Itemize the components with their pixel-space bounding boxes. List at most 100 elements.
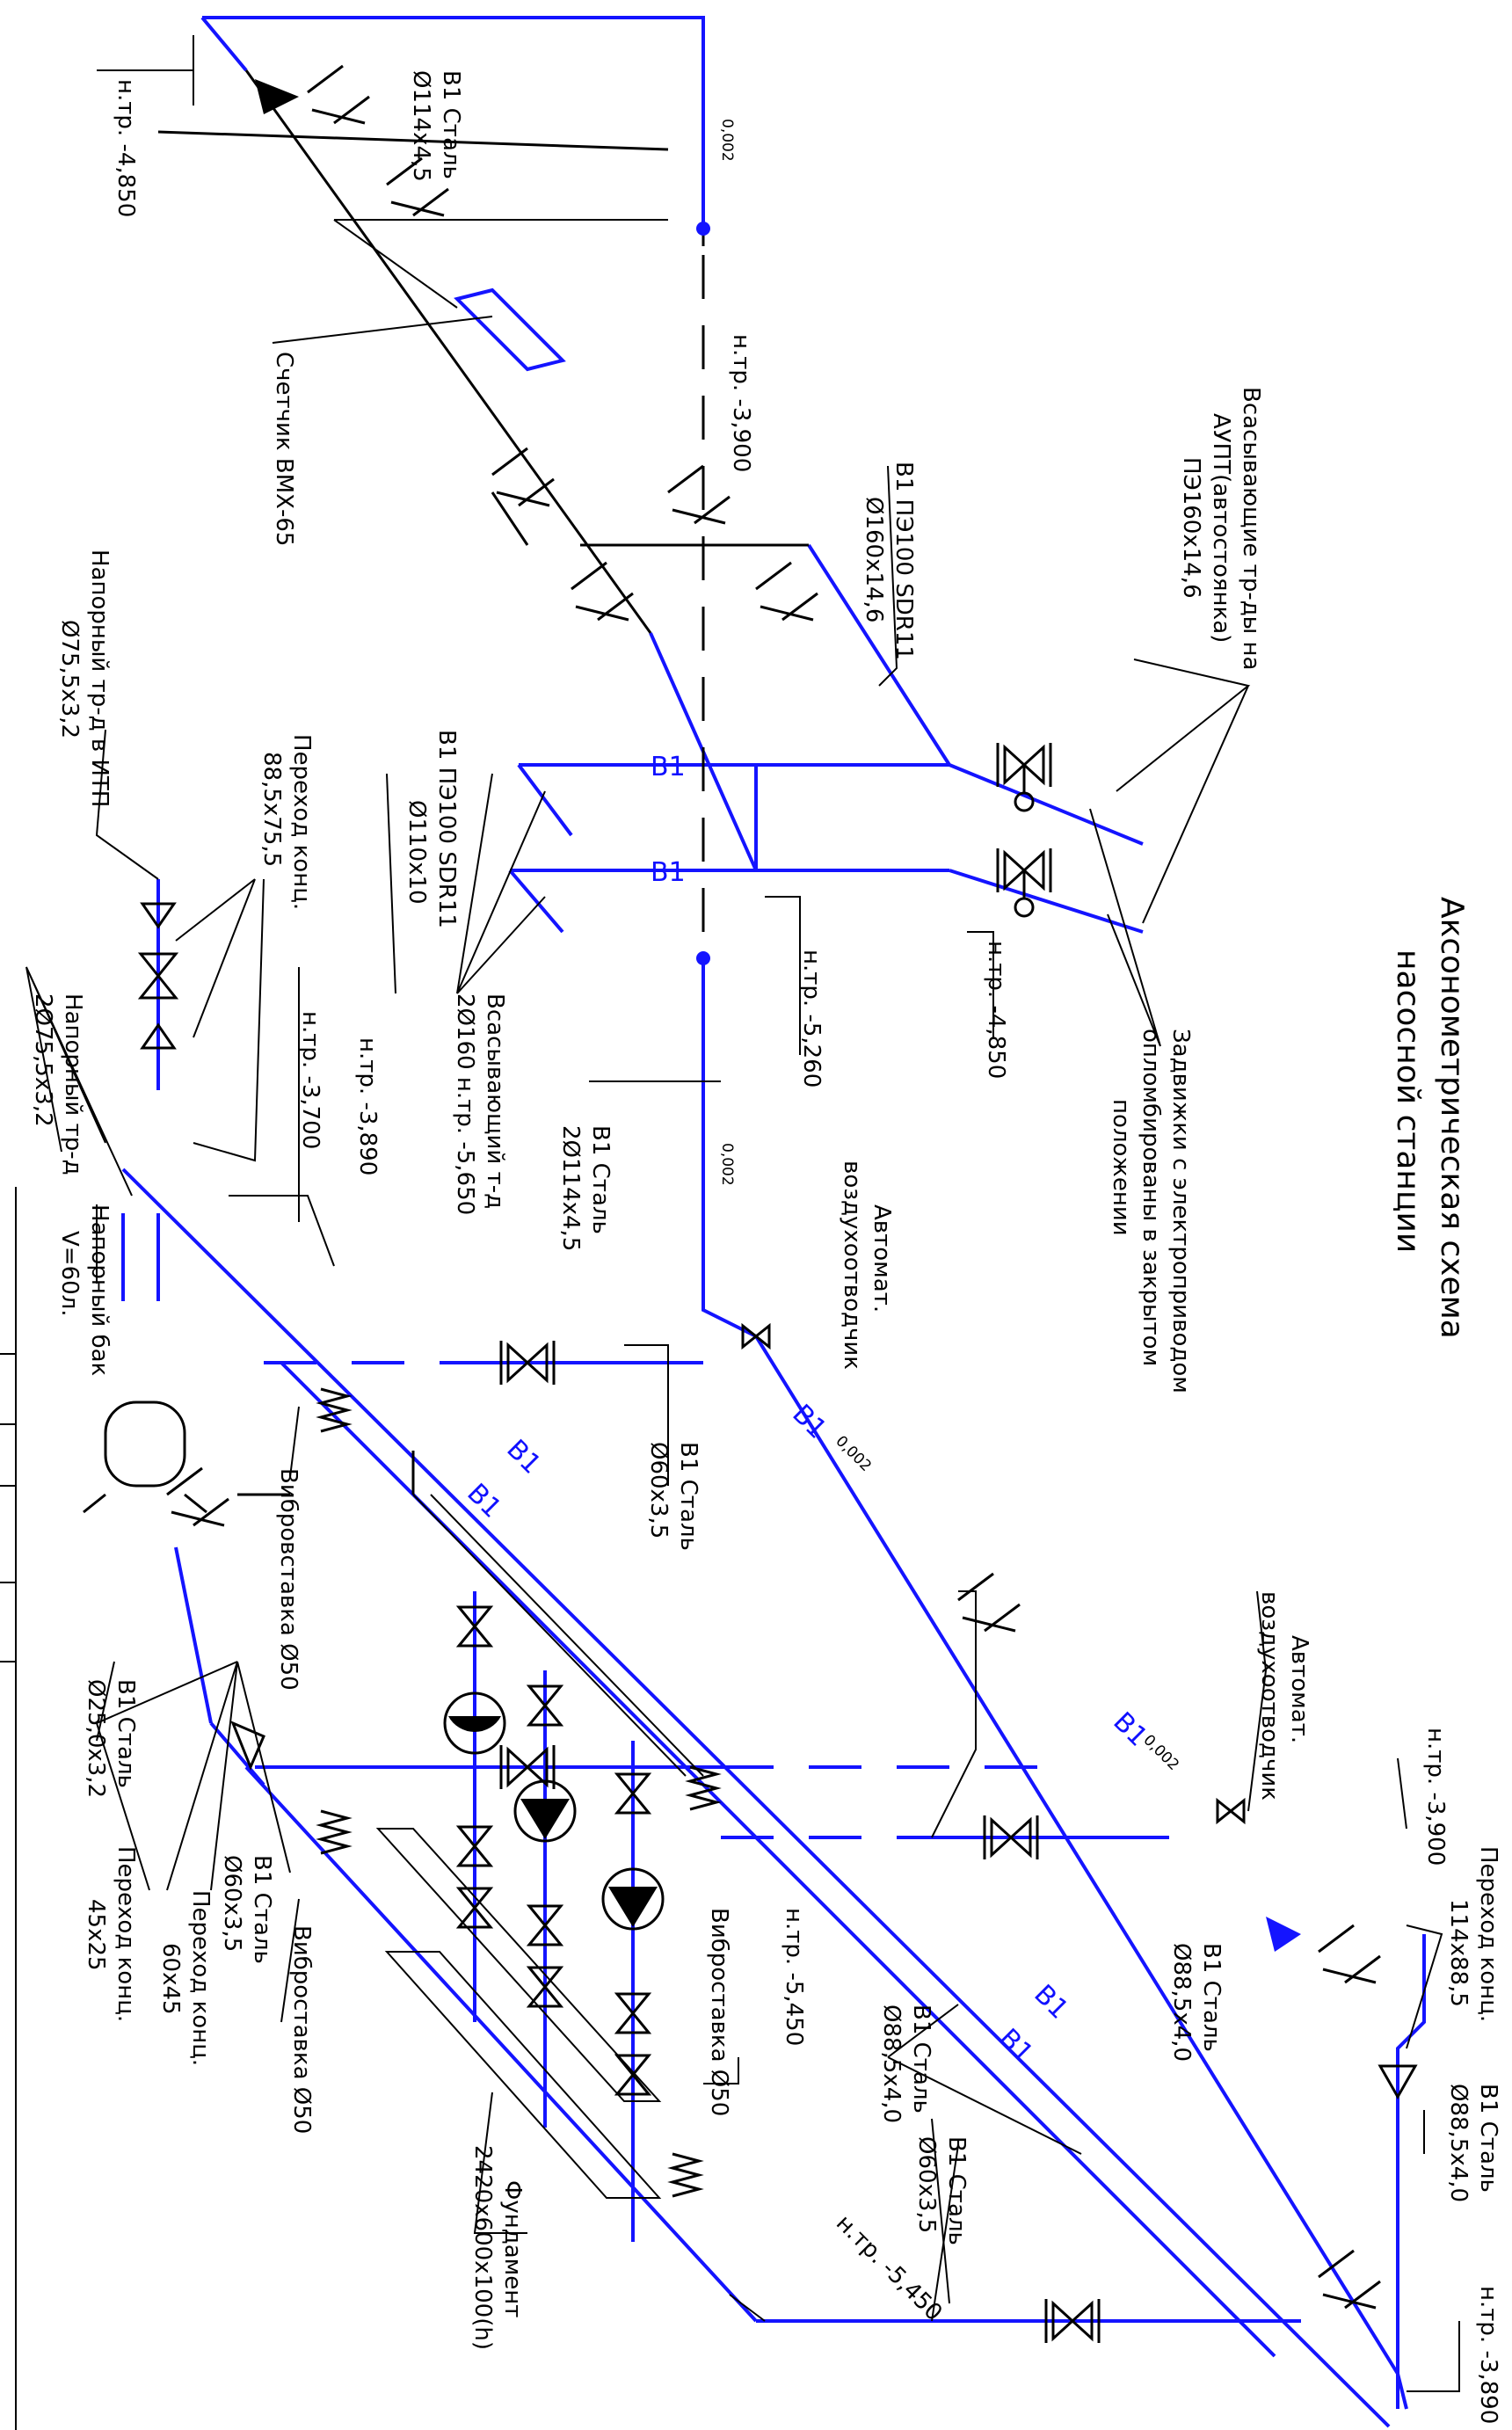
pipe-spec-label: В1 ПЭ100 SDR11: [433, 730, 460, 928]
note-label: Всасывающие тр-ды на: [1238, 387, 1264, 670]
note-label: 2Ø75,5x3,2: [30, 993, 56, 1127]
check-valve-icon: [1266, 1917, 1301, 1952]
pipe-spec-label: 2Ø114x4,5: [557, 1125, 584, 1251]
pump-icon: [601, 1867, 665, 1931]
pipe-spec-label: Ø60x3,5: [913, 2136, 940, 2233]
meter-label: Счетчик ВМХ-65: [271, 352, 297, 546]
note-label: АУПТ(автостоянка): [1208, 413, 1234, 643]
note-label: Напорный тр-д в ИТП: [86, 549, 113, 807]
note-label: Автомат.: [1286, 1635, 1312, 1743]
note-label: опломбированы в закрытом: [1138, 1029, 1164, 1366]
valve-icon: [996, 743, 1052, 812]
valve-symbols: [83, 64, 1418, 2343]
elev-label: н.тр. -3,900: [1422, 1728, 1449, 1866]
pump-icon: [513, 1779, 577, 1843]
diagram-title-line1: Аксонометрическая схема: [1434, 897, 1470, 1339]
elev-label: н.тр. -4,850: [113, 79, 139, 217]
vibration-insert-icon: [316, 1809, 353, 1855]
elev-label: н.тр. -4,850: [983, 941, 1009, 1079]
note-label: Напорный тр-д: [60, 993, 86, 1175]
note-label: воздухоотводчик: [1256, 1591, 1283, 1801]
slope-label: 0,002: [718, 1143, 736, 1186]
vibration-insert-icon: [316, 1387, 353, 1433]
elev-label: н.тр. -3,890: [1475, 2286, 1501, 2424]
note-label: 2Ø160 н.тр. -5,650: [452, 993, 478, 1215]
pipe-spec-label: Ø88,5x4,0: [878, 2004, 905, 2123]
elev-label: н.тр. -3,700: [297, 1011, 323, 1149]
note-label: 60x45: [157, 1943, 184, 2015]
node-dot: [696, 222, 710, 236]
valve-icon: [137, 952, 179, 1000]
note-label: 114x88,5: [1445, 1899, 1472, 2007]
note-label: Фундамент: [499, 2180, 526, 2317]
valve-icon: [614, 1992, 652, 2034]
valve-icon: [455, 1887, 494, 1929]
pipe-spec-label: Ø60x3,5: [645, 1442, 672, 1539]
elev-label: н.тр. -3,900: [728, 334, 754, 472]
flange-pairs: [166, 64, 1381, 2310]
vibration-insert-icon: [667, 2152, 704, 2198]
note-label: Ø75,5x3,2: [56, 620, 83, 738]
b1-tag: В1: [992, 2023, 1039, 2070]
note-label: положении: [1108, 1099, 1134, 1236]
pipe-spec-label: В1 Сталь: [1198, 1943, 1225, 2052]
air-vent-icon: [1216, 1797, 1246, 1825]
pipe-spec-label: Ø114x4,5: [408, 70, 434, 182]
note-label: Всасывающий т-д: [482, 993, 508, 1209]
pipe-spec-label: В1 Сталь: [1475, 2084, 1501, 2193]
blue-pipelines: [121, 16, 1426, 2428]
valve-icon: [983, 1815, 1039, 1859]
note-label: Переход конц.: [1475, 1846, 1501, 2022]
slope-label: 0,002: [718, 119, 736, 162]
pipe-spec-label: В1 Сталь: [438, 70, 464, 179]
water-meter-icon: [454, 287, 566, 372]
valve-icon: [1044, 2299, 1101, 2343]
pipe-spec-label: Ø25,0x3,2: [83, 1679, 109, 1798]
pipe-spec-label: Ø60x3,5: [219, 1855, 245, 1952]
note-label: Задвижки с электроприводом: [1167, 1029, 1194, 1393]
pipe-spec-label: Ø160x14,6: [861, 497, 887, 622]
valve-icon: [455, 1825, 494, 1867]
note-label: Автомат.: [869, 1204, 895, 1313]
note-label: Виброставка Ø50: [706, 1908, 732, 2116]
valve-icon: [526, 1904, 564, 1946]
pipe-spec-label: В1 Сталь: [943, 2136, 970, 2245]
note-label: воздухоотводчик: [839, 1160, 865, 1370]
valve-icon: [614, 2054, 652, 2096]
sheet-frame: [0, 1187, 17, 2430]
valve-icon: [499, 1341, 556, 1385]
elev-label: н.тр. -5,450: [781, 1908, 807, 2046]
pipe-spec-label: Ø88,5x4,0: [1445, 2084, 1472, 2202]
note-label: 88,5x75,5: [258, 752, 285, 867]
pipe-spec-label: Ø88,5x4,0: [1168, 1943, 1195, 2062]
rotated-labels: Аксонометрическая схема насосной станции…: [30, 70, 1501, 2424]
pump-icon: [443, 1692, 506, 1755]
pipe-spec-label: В1 Сталь: [249, 1855, 275, 1964]
pipe-spec-label: В1 ПЭ100 SDR11: [890, 462, 917, 660]
air-vent-icon: [741, 1322, 771, 1350]
note-label: Переход конц.: [187, 1890, 214, 2066]
note-label: 45x25: [83, 1899, 109, 1971]
b1-tag: В1: [651, 857, 686, 888]
black-pipelines: [157, 69, 809, 2199]
pipe-spec-label: Ø110x10: [403, 800, 430, 905]
note-label: Вибровставка Ø50: [275, 1468, 302, 1691]
note-label: Переход конц.: [113, 1846, 139, 2022]
reducer-icon: [230, 1721, 265, 1771]
diagram-title-line2: насосной станции: [1390, 949, 1426, 1253]
elev-label: н.тр. -5,260: [798, 949, 825, 1088]
b1-tag: В1: [786, 1399, 832, 1445]
note-label: ПЭ160х14,6: [1178, 457, 1204, 599]
pipe-spec-label: В1 Сталь: [113, 1679, 139, 1788]
b1-tag: В1: [500, 1434, 547, 1481]
reducer-icon: [1378, 2064, 1418, 2100]
elev-label: н.тр. -3,890: [354, 1037, 381, 1175]
b1-tag: В1: [461, 1478, 507, 1524]
pipe-spec-label: В1 Сталь: [587, 1125, 614, 1234]
reducer-icon: [140, 1022, 177, 1050]
note-label: Переход конц.: [288, 734, 315, 910]
reducer-icon: [140, 902, 177, 929]
pipe-spec-label: В1 Сталь: [908, 2004, 934, 2114]
note-label: Виброставка Ø50: [288, 1925, 315, 2134]
